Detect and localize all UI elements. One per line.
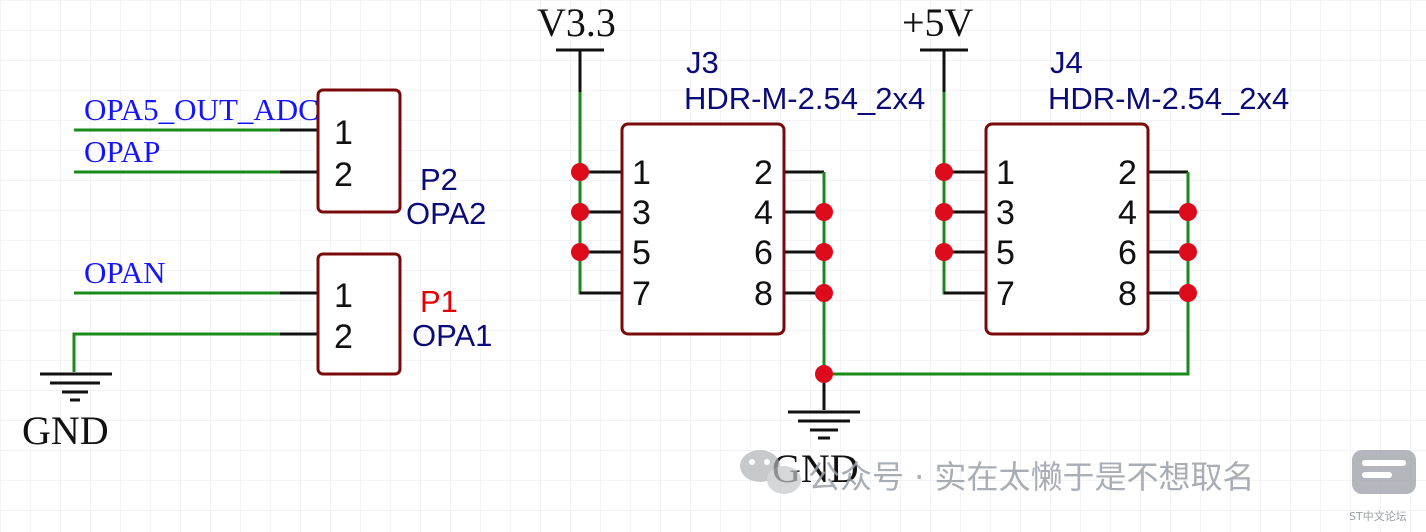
junction-j3-3 (571, 203, 589, 221)
power-label-v33: V3.3 (537, 0, 616, 45)
p2-body (316, 88, 402, 214)
p2-pin-1: 1 (334, 114, 353, 152)
net-label-opan: OPAN (84, 255, 166, 290)
connector-p1[interactable]: 1 2 P1 OPA1 (280, 252, 492, 376)
net-opa5-out-adc5: OPA5_OUT_ADC5 (74, 92, 334, 132)
p2-value: OPA2 (406, 196, 486, 231)
junction-j3-5 (571, 243, 589, 261)
forum-logo-icon (1352, 450, 1416, 494)
junction-j3-8 (815, 284, 833, 302)
net-p1-gnd (72, 332, 280, 372)
p1-pin-2: 2 (334, 318, 353, 356)
j4-pin-6: 6 (1118, 234, 1137, 272)
junction-j4-5 (935, 243, 953, 261)
j4-body (984, 122, 1150, 336)
p1-body (316, 252, 402, 376)
p1-pin-1: 1 (334, 277, 353, 315)
j3-pin-1: 1 (632, 154, 651, 192)
j3-pin-5: 5 (632, 234, 651, 272)
j4-pin-7: 7 (996, 275, 1015, 313)
junction-j3-6 (815, 243, 833, 261)
junction-j4-3 (935, 203, 953, 221)
junction-gnd (815, 365, 833, 383)
junction-j3-1 (571, 163, 589, 181)
j3-pin-6: 6 (754, 234, 773, 272)
p2-designator: P2 (420, 162, 458, 197)
p2-pin-2: 2 (334, 156, 353, 194)
gnd-symbol-left: GND (22, 372, 112, 453)
j4-designator: J4 (1050, 45, 1083, 80)
net-label-opap: OPAP (84, 134, 160, 169)
power-label-5v: +5V (902, 0, 974, 45)
p1-value: OPA1 (412, 318, 492, 353)
j4-pin-3: 3 (996, 194, 1015, 232)
junction-j3-4 (815, 203, 833, 221)
junction-j4-1 (935, 163, 953, 181)
net-label-opa5-out-adc5: OPA5_OUT_ADC5 (84, 92, 334, 127)
net-opap: OPAP (74, 134, 280, 174)
gnd-label-left: GND (22, 408, 109, 453)
watermark-text: 公众号 · 实在太懒于是不想取名 (808, 458, 1255, 496)
junction-j4-4 (1179, 203, 1197, 221)
j3-value: HDR-M-2.54_2x4 (684, 81, 925, 116)
j4-pin-5: 5 (996, 234, 1015, 272)
junction-dots (571, 163, 1197, 383)
j3-designator: J3 (686, 45, 719, 80)
j4-pin-8: 8 (1118, 275, 1137, 313)
j4-pin-1: 1 (996, 154, 1015, 192)
j3-body (620, 122, 786, 336)
j3-pin-2: 2 (754, 154, 773, 192)
p1-designator: P1 (420, 284, 458, 319)
j3-pin-3: 3 (632, 194, 651, 232)
wechat-icon (740, 450, 801, 494)
net-j4-gnd (824, 172, 1190, 376)
j3-pin-8: 8 (754, 275, 773, 313)
junction-j4-8 (1179, 284, 1197, 302)
connector-p2[interactable]: 1 2 P2 OPA2 (280, 88, 486, 231)
j4-value: HDR-M-2.54_2x4 (1048, 81, 1289, 116)
watermark: 公众号 · 实在太懒于是不想取名 ST中文论坛 (740, 450, 1416, 523)
j3-pin-7: 7 (632, 275, 651, 313)
net-opan: OPAN (74, 255, 280, 295)
j4-pin-4: 4 (1118, 194, 1137, 232)
header-j3[interactable]: J3 HDR-M-2.54_2x4 1 3 5 7 2 4 6 8 (580, 45, 925, 336)
header-j4[interactable]: J4 HDR-M-2.54_2x4 1 3 5 7 2 4 6 8 (944, 45, 1289, 336)
junction-j4-6 (1179, 243, 1197, 261)
j3-pin-4: 4 (754, 194, 773, 232)
j4-pin-2: 2 (1118, 154, 1137, 192)
forum-badge: ST中文论坛 (1349, 509, 1407, 523)
